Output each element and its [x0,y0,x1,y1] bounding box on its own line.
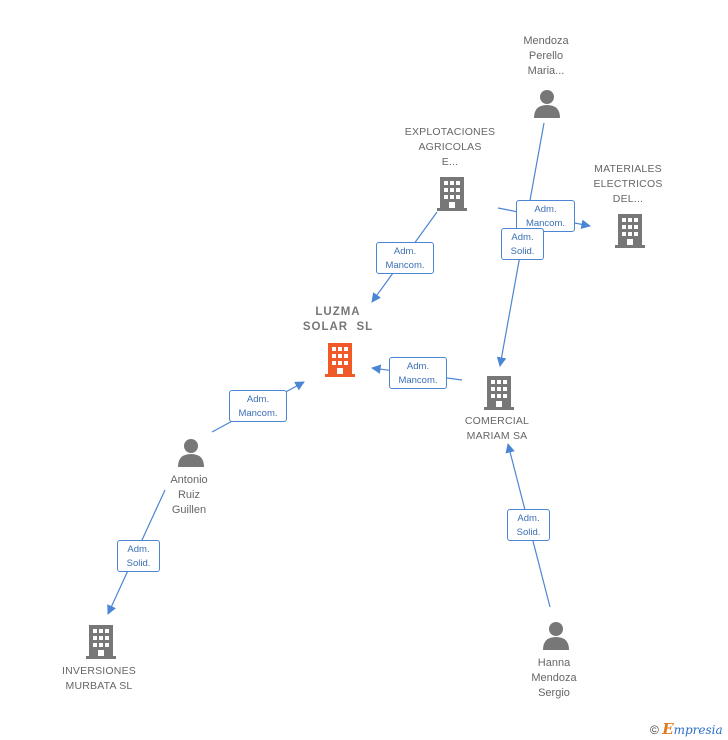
brand-logo: Empresia [662,720,723,738]
label-line: EXPLOTACIONES [404,126,496,138]
label-line: Antonio [170,474,208,486]
edge-label-explotaciones-luzma[interactable]: Adm. Mancom. [376,242,434,274]
node-label-comercial[interactable]: COMERCIAL MARIAM SA [437,414,557,444]
edge-label-explotaciones-materiales[interactable]: Adm. Mancom. [516,200,575,232]
edge-label-line: Adm. [127,544,150,555]
label-line: ELECTRICOS [593,178,663,190]
main-company-building-icon [324,341,356,382]
building-icon [85,623,117,664]
edge-label-line: Mancom. [398,375,438,386]
label-line: DEL... [612,193,644,205]
copyright-icon: © [650,723,659,737]
label-line: Hanna [537,657,571,669]
label-line: Guillen [171,504,207,516]
node-label-explotaciones[interactable]: EXPLOTACIONES AGRICOLAS E... [390,125,510,170]
person-icon [176,437,206,472]
edge-label-line: Adm. [246,394,270,405]
edge-label-line: Solid. [510,246,535,257]
footer-brand[interactable]: © Empresia [650,720,723,738]
label-line: Sergio [538,687,570,699]
edge-label-line: Mancom. [238,408,278,419]
label-line: Ruiz [177,489,200,501]
building-icon [614,212,646,253]
label-line: AGRICOLAS [418,141,482,153]
building-icon [436,175,468,216]
label-line: Mendoza [523,35,569,47]
brand-initial: E [662,720,674,738]
label-line: E... [441,156,459,168]
node-label-inversiones[interactable]: INVERSIONES MURBATA SL [39,664,159,694]
edge-label-line: Adm. [511,232,534,243]
edge-label-line: Adm. [517,513,540,524]
edge-label-line: Adm. [393,246,417,257]
edge-label-line: Adm. [406,361,430,372]
edge-label-antonio-luzma[interactable]: Adm. Mancom. [229,390,287,422]
label-line: LUZMA [315,306,361,318]
label-line: COMERCIAL [464,415,530,427]
label-line: INVERSIONES [62,665,136,677]
label-line: SOLAR SL [302,321,374,333]
node-label-luzma[interactable]: LUZMA SOLAR SL [278,305,398,335]
label-line: MARIAM SA [466,430,528,442]
label-line: MATERIALES [594,163,662,175]
edge-label-line: Mancom. [385,260,425,271]
node-label-materiales[interactable]: MATERIALES ELECTRICOS DEL... [568,162,688,207]
person-icon [532,88,562,123]
label-line: Mendoza [531,672,577,684]
label-line: MURBATA SL [65,680,133,692]
node-label-hanna[interactable]: Hanna Mendoza Sergio [494,656,614,701]
brand-rest: mpresia [673,723,723,737]
building-icon [483,374,515,415]
label-line: Perello [528,50,564,62]
edge-label-line: Solid. [516,527,541,538]
edge-label-line: Mancom. [525,218,566,229]
node-label-antonio[interactable]: Antonio Ruiz Guillen [129,473,249,518]
edge-label-mendoza-comercial[interactable]: Adm. Solid. [501,228,544,260]
edge-label-line: Solid. [126,558,151,569]
edge-label-antonio-inversiones[interactable]: Adm. Solid. [117,540,160,572]
label-line: Maria... [527,65,565,77]
person-icon [541,620,571,655]
node-label-mendoza-perello[interactable]: Mendoza Perello Maria... [486,34,606,79]
edge-label-comercial-luzma[interactable]: Adm. Mancom. [389,357,447,389]
edge-label-line: Adm. [534,204,557,215]
edge-label-hanna-comercial[interactable]: Adm. Solid. [507,509,550,541]
